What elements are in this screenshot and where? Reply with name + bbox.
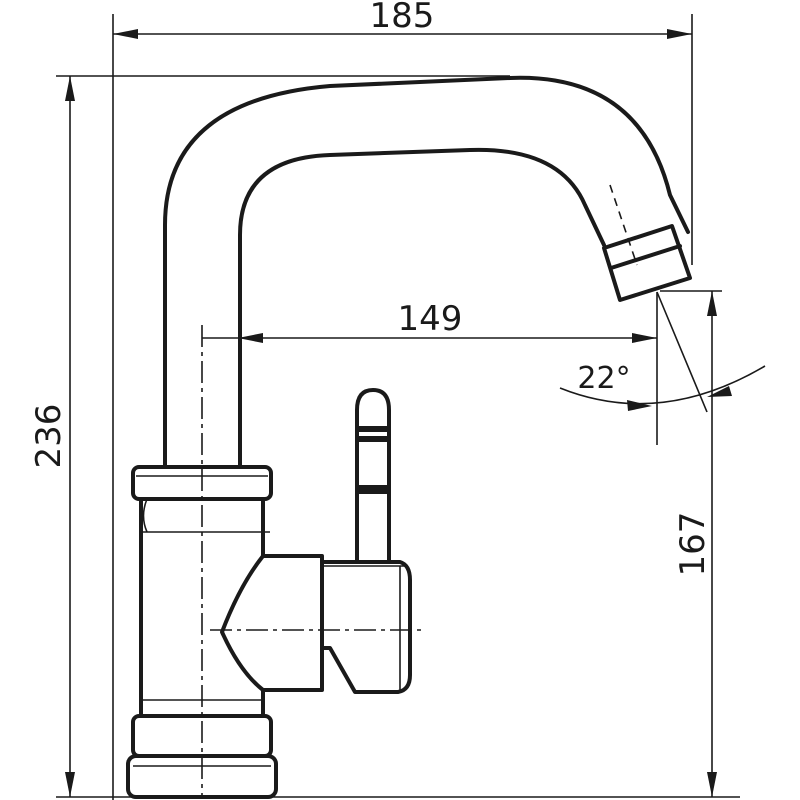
spout-outer-contour xyxy=(163,75,690,469)
lever-ring xyxy=(357,426,389,432)
arrowhead xyxy=(707,772,717,797)
dimension-overall-width: 185 xyxy=(112,0,693,800)
spout-inner-contour xyxy=(238,147,606,469)
spout-height-label: 167 xyxy=(673,512,713,577)
spout-reach-label: 149 xyxy=(398,299,463,339)
arrowhead xyxy=(65,76,75,101)
arrowhead xyxy=(707,291,717,316)
dimension-spout-reach: 149 xyxy=(202,299,657,343)
arrowhead xyxy=(627,400,652,411)
overall-height-label: 236 xyxy=(29,404,69,469)
aerator-ring-line xyxy=(609,244,682,270)
spout-angle-label: 22° xyxy=(577,361,630,396)
centerlines xyxy=(201,325,425,797)
spout-aerator xyxy=(602,224,692,302)
lever-shaft xyxy=(355,490,391,564)
angle-spout-axis xyxy=(656,291,708,413)
arrowhead xyxy=(632,333,657,343)
dimension-spout-angle: 22° xyxy=(559,291,766,445)
arrowhead xyxy=(707,386,732,397)
faucet-spout xyxy=(163,75,692,469)
dimension-spout-height: 167 xyxy=(660,290,722,797)
mixer-lever-assembly xyxy=(220,388,412,694)
lever-ring xyxy=(357,436,389,442)
lever-collar xyxy=(357,485,389,492)
handle-hub xyxy=(320,560,412,694)
arrowhead xyxy=(65,772,75,797)
arrowhead xyxy=(238,333,263,343)
body-upper-fillet xyxy=(142,498,148,533)
angle-arc xyxy=(559,365,766,405)
spout-centerline xyxy=(609,184,638,266)
cartridge-housing xyxy=(220,554,324,692)
arrowhead xyxy=(113,29,138,39)
dimension-overall-height: 236 xyxy=(29,75,740,798)
arrowhead xyxy=(667,29,692,39)
overall-width-label: 185 xyxy=(370,0,435,36)
